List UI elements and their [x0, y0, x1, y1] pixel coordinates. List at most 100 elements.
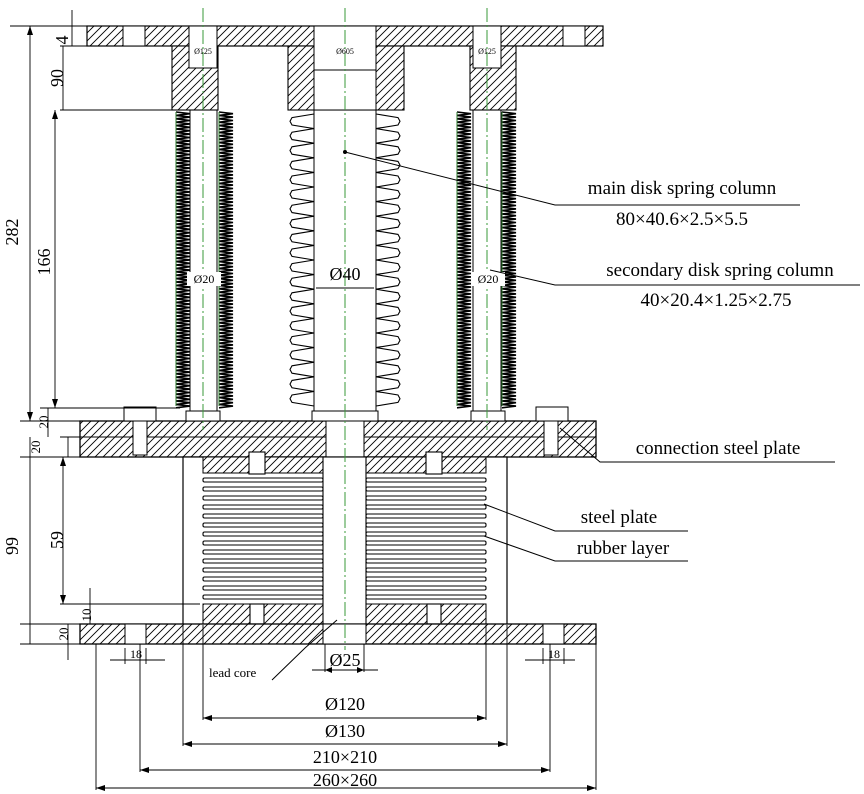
- secondary-disk-spring: [501, 199, 517, 205]
- secondary-disk-spring: [218, 301, 234, 307]
- secondary-disk-spring: [218, 349, 234, 355]
- secondary-disk-spring: [501, 352, 517, 358]
- main-disk-spring: [289, 157, 315, 173]
- secondary-disk-spring: [218, 162, 234, 168]
- secondary-disk-spring: [218, 373, 234, 378]
- secondary-disk-spring: [218, 274, 234, 280]
- secondary-disk-spring: [456, 325, 472, 331]
- secondary-disk-spring: [456, 172, 472, 178]
- secondary-disk-spring: [501, 267, 517, 273]
- dim-bearing-height: 59: [47, 531, 67, 549]
- dim-bottom-plate: 20: [56, 628, 71, 641]
- secondary-disk-spring: [456, 318, 472, 324]
- leader-dot-main: [343, 150, 347, 154]
- secondary-disk-spring: [456, 308, 472, 314]
- secondary-disk-spring: [501, 373, 517, 378]
- main-disk-spring: [289, 259, 315, 276]
- secondary-disk-spring: [501, 114, 517, 120]
- secondary-disk-spring: [501, 148, 517, 154]
- secondary-disk-spring: [501, 216, 517, 222]
- secondary-disk-spring: [456, 332, 472, 338]
- secondary-disk-spring: [218, 199, 234, 205]
- secondary-disk-spring: [501, 206, 517, 212]
- secondary-disk-spring: [456, 335, 472, 341]
- main-disk-spring: [375, 376, 401, 392]
- secondary-disk-spring: [501, 264, 517, 270]
- secondary-disk-spring: [501, 124, 517, 130]
- dim-plate-upper-a: 20: [36, 416, 51, 429]
- main-disk-spring: [289, 113, 315, 130]
- secondary-disk-spring: [456, 247, 472, 253]
- secondary-disk-spring: [218, 226, 234, 232]
- secondary-disk-spring: [501, 179, 517, 185]
- main-disk-spring: [375, 288, 401, 305]
- secondary-disk-spring: [456, 288, 472, 293]
- main-disk-spring-stack: [289, 113, 315, 407]
- secondary-disk-spring: [218, 383, 234, 389]
- steel-plate-layer: [365, 513, 487, 519]
- secondary-disk-spring: [501, 186, 517, 191]
- secondary-disk-spring: [456, 182, 472, 188]
- secondary-disk-spring: [456, 237, 472, 242]
- secondary-disk-spring: [218, 128, 234, 134]
- secondary-disk-spring: [456, 128, 472, 134]
- main-disk-spring: [289, 230, 315, 246]
- secondary-disk-spring: [456, 301, 472, 307]
- secondary-disk-spring: [501, 369, 517, 375]
- secondary-disk-spring: [456, 206, 472, 212]
- secondary-disk-spring: [218, 121, 234, 127]
- main-disk-spring: [289, 274, 315, 290]
- secondary-disk-spring: [218, 158, 234, 164]
- main-disk-spring: [289, 288, 315, 305]
- secondary-disk-spring: [456, 390, 472, 395]
- secondary-disk-spring: [501, 182, 517, 188]
- secondary-disk-spring: [501, 349, 517, 355]
- secondary-disk-spring: [218, 322, 234, 327]
- steel-plate-layer: [202, 513, 324, 519]
- secondary-disk-spring: [456, 322, 472, 327]
- steel-plate-layer: [202, 576, 324, 582]
- secondary-disk-spring: [456, 192, 472, 198]
- secondary-disk-spring: [501, 393, 517, 399]
- secondary-disk-spring: [456, 352, 472, 358]
- dim-w210: 210×210: [313, 747, 377, 767]
- dim-small-left: Ø125: [194, 47, 212, 56]
- secondary-disk-spring: [501, 356, 517, 361]
- main-disk-spring: [375, 390, 401, 407]
- secondary-disk-spring: [501, 315, 517, 321]
- main-disk-spring: [289, 142, 315, 159]
- secondary-disk-spring: [218, 145, 234, 151]
- secondary-disk-spring: [218, 192, 234, 198]
- secondary-disk-spring: [501, 396, 517, 402]
- dim-lead-dia: Ø25: [330, 650, 361, 670]
- secondary-disk-spring: [501, 305, 517, 310]
- secondary-disk-spring: [456, 179, 472, 185]
- secondary-disk-spring: [218, 257, 234, 263]
- top-flange: [86, 25, 604, 111]
- steel-plate-layer: [365, 495, 487, 501]
- main-disk-spring: [289, 128, 315, 144]
- secondary-disk-spring: [218, 260, 234, 266]
- secondary-disk-spring: [218, 400, 234, 406]
- bottom-plate: [79, 623, 597, 645]
- secondary-disk-spring: [456, 226, 472, 232]
- secondary-disk-spring: [501, 328, 517, 334]
- dim-dia-right: Ø20: [478, 272, 499, 286]
- secondary-disk-spring: [501, 277, 517, 283]
- secondary-disk-spring: [218, 138, 234, 144]
- dia-right-bg: [471, 272, 505, 286]
- secondary-disk-spring: [218, 114, 234, 120]
- secondary-disk-spring: [501, 165, 517, 171]
- secondary-disk-spring: [218, 288, 234, 293]
- secondary-disk-spring: [501, 345, 517, 351]
- dim-plate-upper-b: 20: [28, 441, 43, 454]
- secondary-disk-spring-stack: [218, 111, 234, 409]
- secondary-disk-spring: [456, 260, 472, 266]
- label-secondary-spring: secondary disk spring column: [606, 260, 834, 281]
- steel-plate-layer: [202, 585, 324, 591]
- secondary-disk-spring: [218, 332, 234, 338]
- secondary-disk-spring: [456, 349, 472, 355]
- steel-plate-layer: [365, 549, 487, 555]
